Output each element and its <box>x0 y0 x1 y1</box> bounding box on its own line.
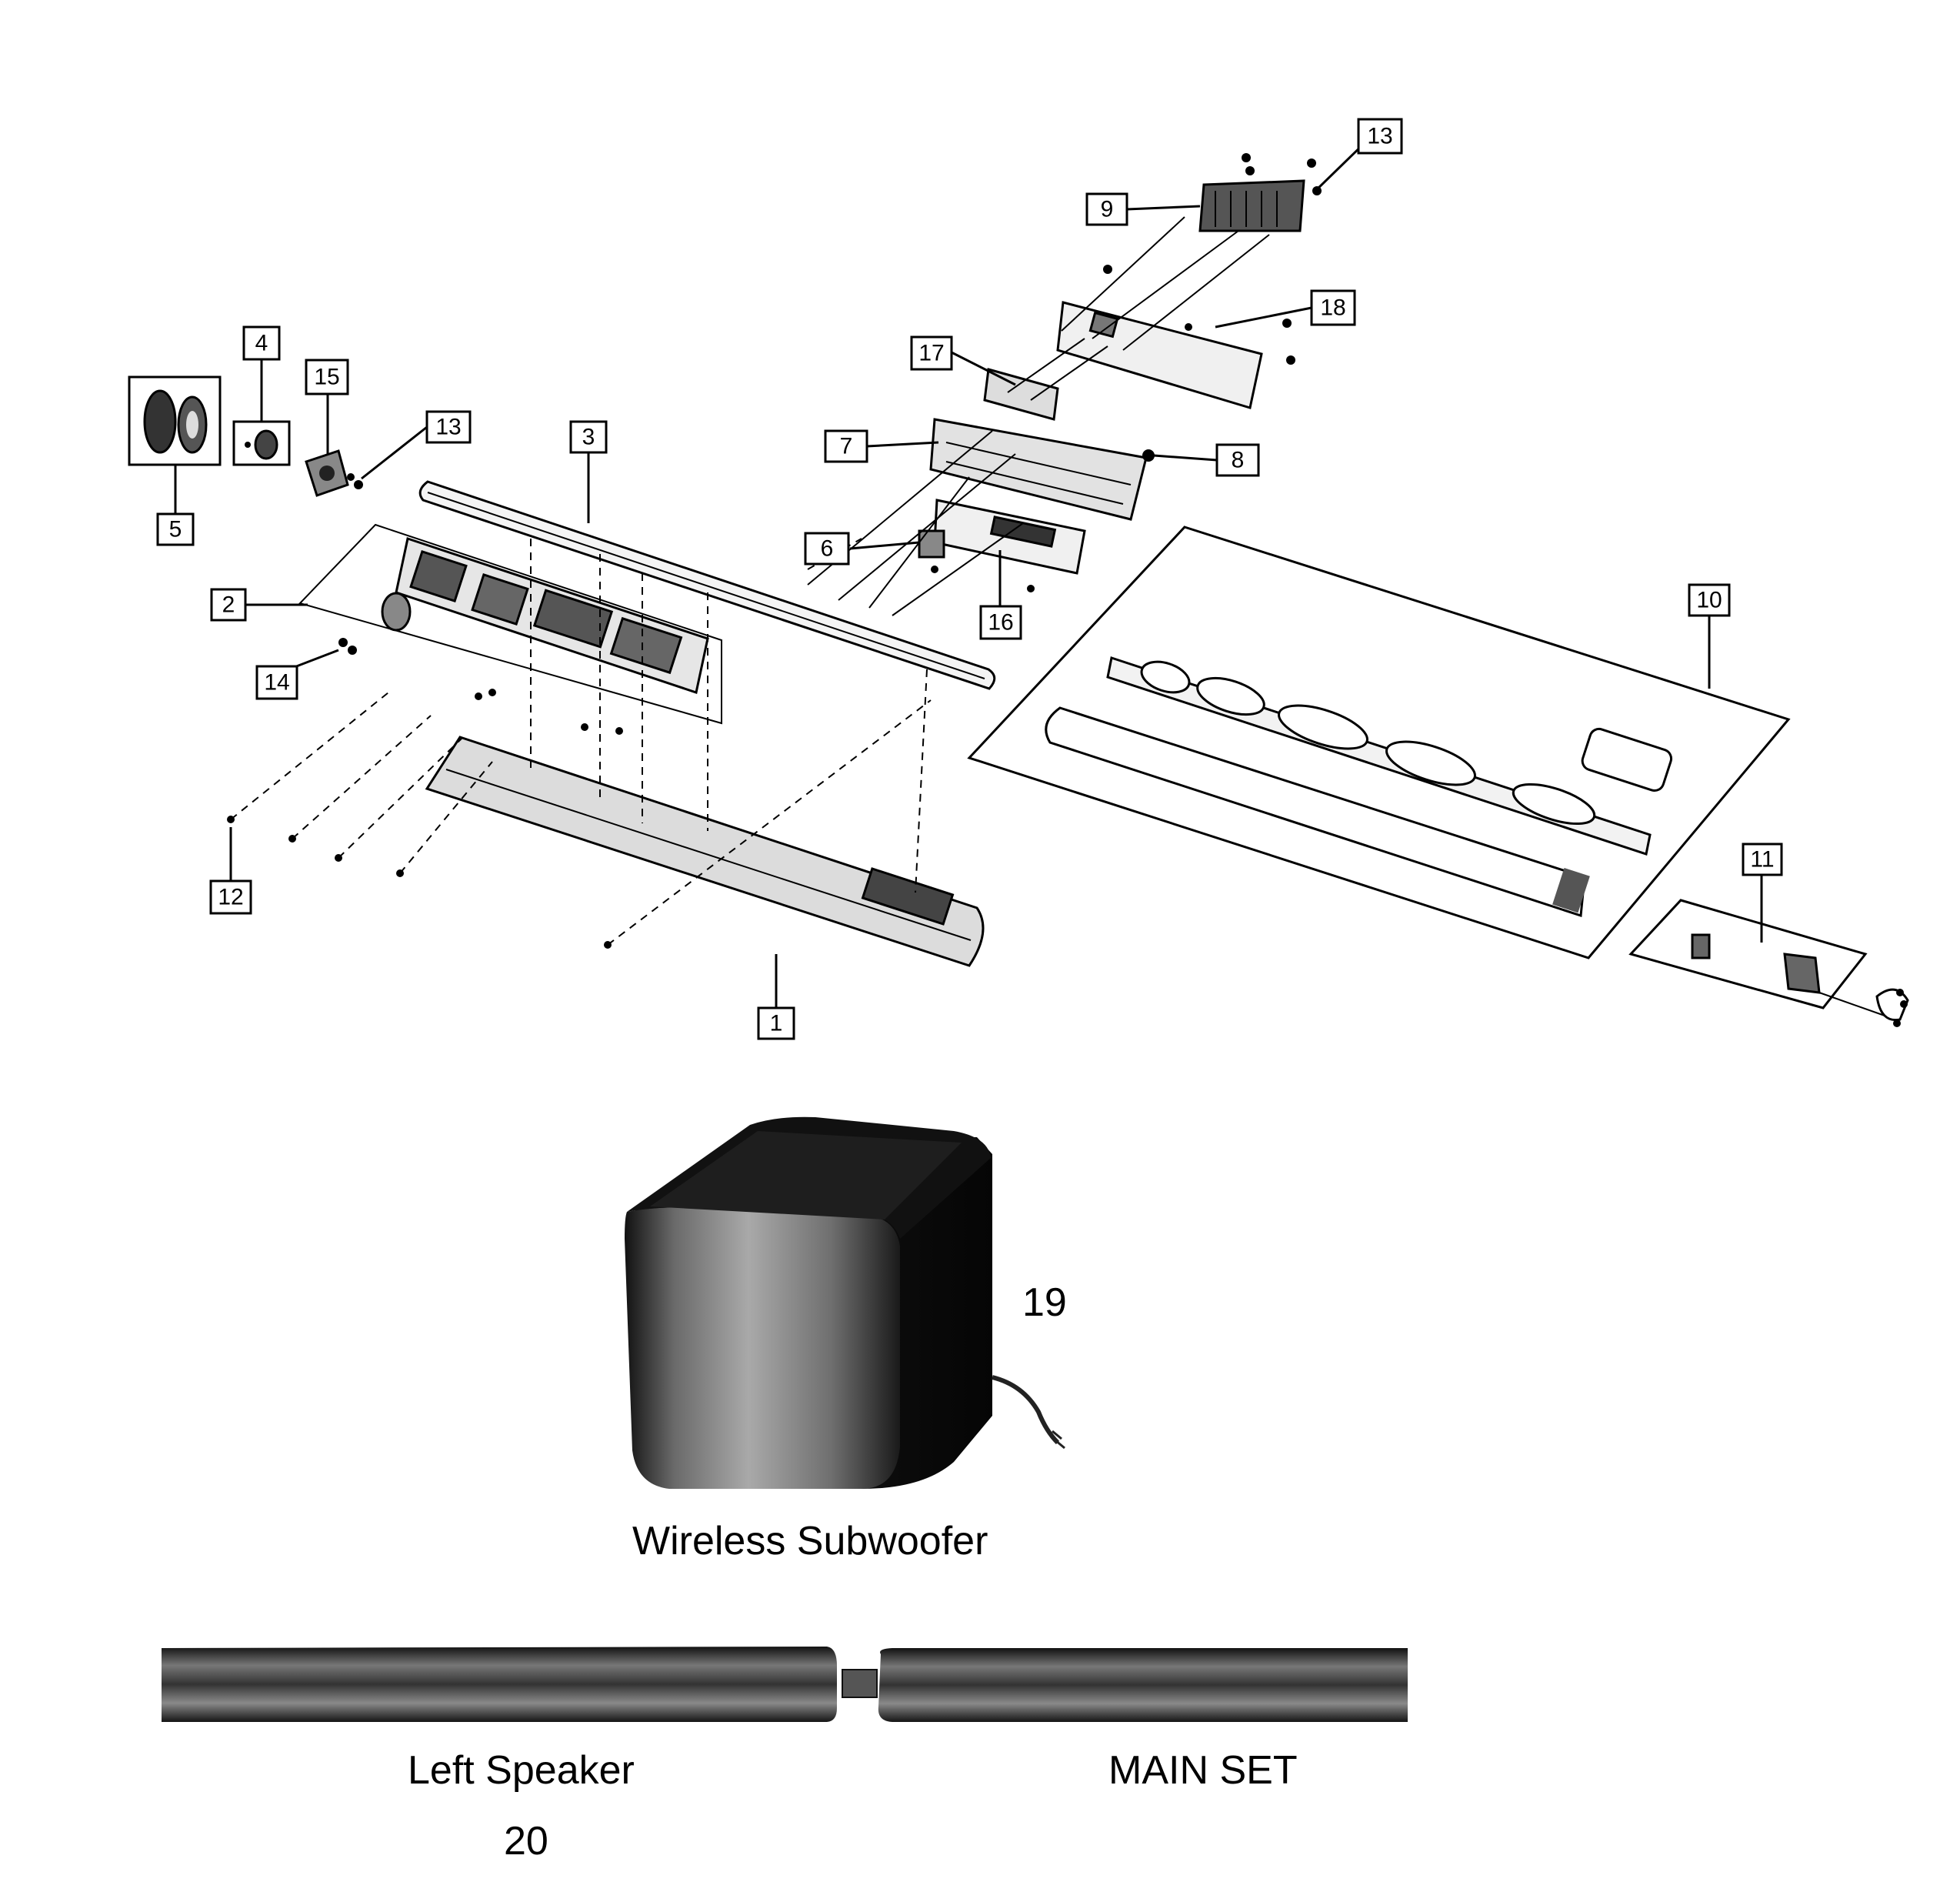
svg-text:16: 16 <box>988 610 1013 636</box>
svg-text:6: 6 <box>821 536 834 562</box>
part-10-front-grille-panel <box>967 526 1791 959</box>
main-set-caption: MAIN SET <box>1108 1748 1298 1793</box>
part-18-main-board <box>1056 265 1295 409</box>
callout-2: 2 <box>210 588 247 622</box>
callout-16: 16 <box>979 605 1022 640</box>
bar-connector <box>842 1669 878 1698</box>
left-speaker-caption: Left Speaker <box>408 1748 635 1793</box>
svg-text:7: 7 <box>840 434 853 459</box>
callout-10: 10 <box>1688 583 1731 617</box>
part-6-jack <box>918 529 945 573</box>
part-1-bottom-housing <box>425 736 985 967</box>
svg-text:11: 11 <box>1750 847 1774 873</box>
callout-13-left: 13 <box>425 410 472 444</box>
svg-text:8: 8 <box>1232 448 1245 473</box>
part-2-speaker-frame <box>298 523 722 725</box>
svg-text:1: 1 <box>770 1011 783 1036</box>
callout-7: 7 <box>824 429 868 463</box>
screw <box>347 473 355 481</box>
part-5-speaker-panel <box>128 375 222 466</box>
callout-11: 11 <box>1742 843 1783 876</box>
callout-4: 4 <box>242 325 281 361</box>
svg-text:14: 14 <box>264 670 289 696</box>
part-11-accessory-panel <box>1628 899 1909 1027</box>
part-15-driver <box>305 449 349 497</box>
callout-17: 17 <box>910 335 953 371</box>
wireless-subwoofer <box>625 1116 1065 1489</box>
speaker-part-number: 20 <box>504 1819 548 1864</box>
part-16-connector-board <box>933 499 1086 592</box>
part-8-fastener <box>1142 449 1155 462</box>
svg-text:15: 15 <box>314 365 339 390</box>
screws-left <box>227 638 623 949</box>
callout-15: 15 <box>305 359 349 395</box>
part-7-chassis <box>929 418 1148 521</box>
svg-text:13: 13 <box>435 415 461 440</box>
callout-3: 3 <box>569 420 608 454</box>
main-set-bar <box>878 1648 1408 1722</box>
subwoofer-caption: Wireless Subwoofer <box>632 1519 988 1563</box>
callout-1: 1 <box>757 1006 795 1040</box>
svg-text:4: 4 <box>255 331 268 356</box>
svg-text:12: 12 <box>218 885 243 910</box>
part-17-board <box>983 368 1059 421</box>
callout-18: 18 <box>1310 289 1356 326</box>
svg-text:5: 5 <box>169 517 182 542</box>
part-9-grille <box>1198 153 1322 232</box>
svg-text:17: 17 <box>918 341 944 366</box>
svg-text:9: 9 <box>1101 197 1114 222</box>
callout-5: 5 <box>156 512 195 546</box>
svg-text:3: 3 <box>582 425 595 450</box>
callout-9: 9 <box>1085 192 1128 226</box>
callout-13-top: 13 <box>1357 118 1403 155</box>
assembly-guide-lines <box>230 538 932 946</box>
subwoofer-part-number: 19 <box>1022 1280 1067 1325</box>
svg-text:10: 10 <box>1696 588 1722 613</box>
left-speaker-bar <box>162 1647 837 1722</box>
callout-6: 6 <box>804 532 850 566</box>
callout-14: 14 <box>255 665 298 700</box>
part-3-top-cover <box>418 480 996 690</box>
svg-text:2: 2 <box>222 592 235 618</box>
callout-leaders <box>174 135 1763 1008</box>
callout-12: 12 <box>209 879 252 915</box>
svg-text:13: 13 <box>1367 124 1392 149</box>
svg-text:18: 18 <box>1320 295 1345 321</box>
screw <box>354 480 363 489</box>
callout-8: 8 <box>1215 443 1260 477</box>
part-4-driver-bracket <box>232 420 291 466</box>
